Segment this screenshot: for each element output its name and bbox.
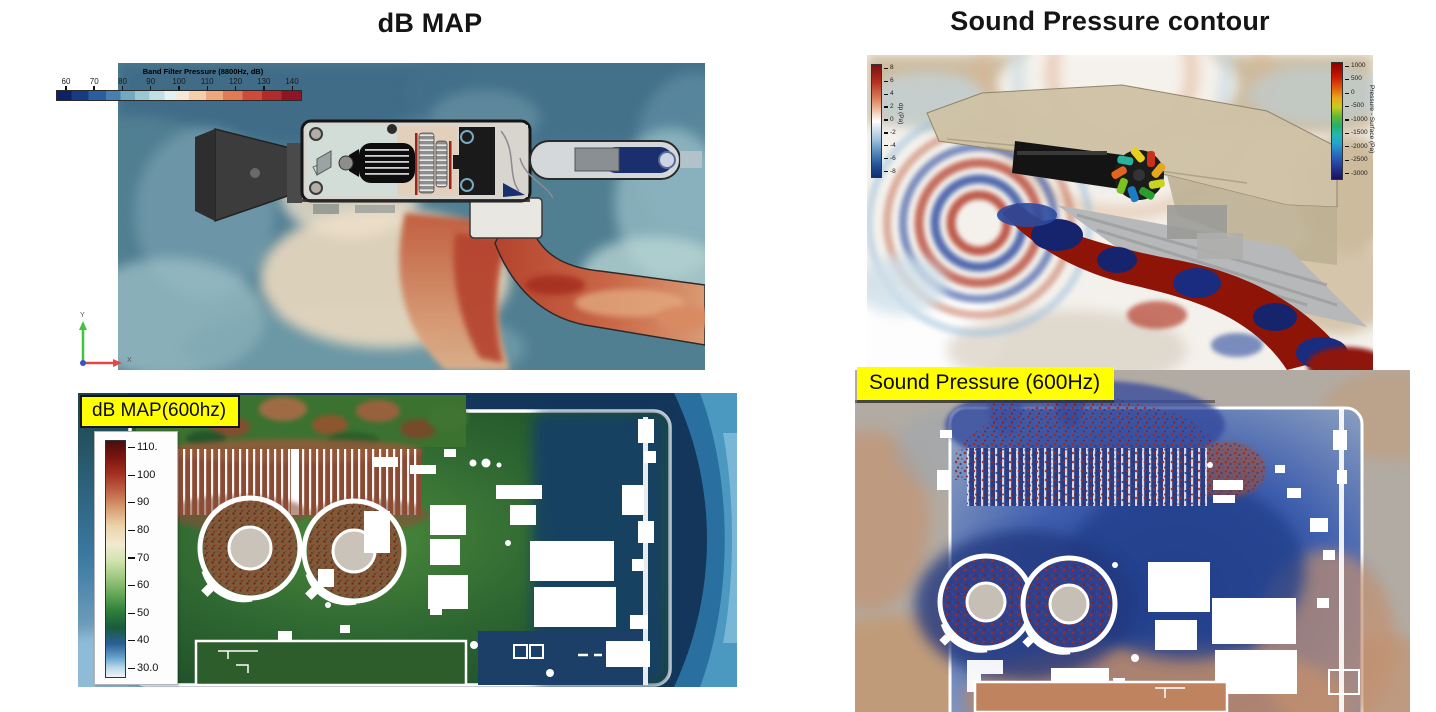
x-axis-label: X <box>127 357 132 364</box>
tick-label: 50 <box>137 606 150 619</box>
impeller-fan-icon <box>1111 147 1166 203</box>
tick-label: 70 <box>137 551 150 564</box>
colorbar-tick-labels: 60 70 80 90 100 110 120 130 140 <box>55 77 303 86</box>
dp-colorbar-title: dp (Pa) <box>897 103 904 125</box>
tick-label: 30.0 <box>137 662 159 674</box>
tick-label: 4 <box>890 89 894 97</box>
colorbar-title: Band Filter Pressure (8800Hz, dB) <box>142 67 264 76</box>
sound-pressure-600hz-scene <box>855 370 1410 712</box>
colorbar-gradient <box>871 64 882 178</box>
colorbar-tick-labels: 110. 100 90 80 70 60 50 40 30.0 <box>128 442 158 674</box>
surface-pressure-colorbar: 1000 500 0 -500 -1000 -1500 -2000 -2500 … <box>1331 62 1368 180</box>
exhaust-duct <box>469 197 705 346</box>
db-map-600hz-panel: dB MAP(600hz) 110. 100 90 80 70 60 50 40… <box>78 393 737 687</box>
band-filter-colorbar: Band Filter Pressure (8800Hz, dB) 60 70 … <box>55 67 303 101</box>
axis-triad-icon <box>79 321 122 367</box>
duct-pressure-band <box>997 203 1373 370</box>
tick-label: 100 <box>172 77 186 86</box>
colorbar-gradient <box>105 440 126 678</box>
tick-label: 90 <box>146 77 156 86</box>
tick-label: -2 <box>890 128 896 136</box>
tick-label: 100 <box>137 468 156 481</box>
tick-label: 110. <box>137 441 158 453</box>
db-colorbar-panel: 110. 100 90 80 70 60 50 40 30.0 <box>94 431 178 685</box>
db-map-scene <box>55 63 705 370</box>
tick-label: 60 <box>61 77 71 86</box>
colorbar-tick-labels: 8 6 4 2 0 -2 -4 -6 -8 <box>884 64 896 175</box>
sound-pressure-contour-panel: 8 6 4 2 0 -2 -4 -6 -8 dp (Pa) 1000 500 0… <box>867 55 1375 370</box>
tick-label: 110 <box>200 77 214 86</box>
dp-colorbar: 8 6 4 2 0 -2 -4 -6 -8 <box>871 64 896 178</box>
side-tube <box>519 140 702 199</box>
tick-label: -8 <box>890 167 896 175</box>
tick-label: -4 <box>890 141 896 149</box>
tick-label: 8 <box>890 64 894 71</box>
fan-right <box>1020 555 1118 655</box>
tick-label: -2500 <box>1351 156 1368 164</box>
tick-label: -500 <box>1351 102 1365 110</box>
tick-label: 1000 <box>1351 62 1366 69</box>
tick-label: 120 <box>228 77 243 86</box>
sound-pressure-600hz-label: Sound Pressure (600Hz) <box>857 367 1115 400</box>
tick-label: 2 <box>890 102 894 110</box>
sound-pressure-3d-scene <box>867 55 1373 370</box>
colorbar-gradient <box>1331 62 1343 180</box>
db-map-600hz-label: dB MAP(600hz) <box>80 395 241 428</box>
tick-label: 80 <box>118 77 127 86</box>
tick-label: 140 <box>285 77 299 86</box>
battery-bar <box>194 639 624 687</box>
db-map-panel: Band Filter Pressure (8800Hz, dB) 60 70 … <box>55 63 705 370</box>
fan-left <box>197 495 303 603</box>
left-panel-title: dB MAP <box>377 8 483 38</box>
tick-label: -1500 <box>1351 129 1368 137</box>
tick-label: 60 <box>137 579 150 592</box>
tick-label: 70 <box>89 77 99 86</box>
heatsink-fins <box>967 448 1207 506</box>
colorbar-gradient <box>56 90 302 101</box>
tick-label: 130 <box>257 77 271 86</box>
colorbar-tick-marks <box>55 86 303 90</box>
fan-left <box>937 553 1035 653</box>
y-axis-label: Y <box>80 312 85 319</box>
tick-label: -3000 <box>1351 169 1368 177</box>
battery-bar <box>973 677 1292 712</box>
tick-label: 80 <box>137 523 150 536</box>
left-margin <box>55 63 118 370</box>
surface-colorbar-title: Pressure - Surface (Pa) <box>1368 85 1375 154</box>
tick-label: 500 <box>1351 75 1362 83</box>
tick-label: 90 <box>137 496 150 509</box>
db-map-600hz-scene <box>78 393 737 687</box>
tick-label: 0 <box>1351 88 1355 96</box>
tick-label: -6 <box>890 154 896 162</box>
right-panel-title: Sound Pressure contour <box>950 6 1270 36</box>
sound-pressure-600hz-panel: Sound Pressure (600Hz) <box>855 367 1410 712</box>
tick-label: 6 <box>890 76 894 84</box>
tool-body <box>195 119 532 223</box>
tick-label: 0 <box>890 115 894 123</box>
tick-label: -1000 <box>1351 115 1368 123</box>
colorbar-tick-labels: 1000 500 0 -500 -1000 -1500 -2000 -2500 … <box>1345 62 1368 177</box>
tick-label: 40 <box>137 634 150 647</box>
tick-label: -2000 <box>1351 142 1368 150</box>
tool-housing-cutaway <box>926 84 1367 327</box>
